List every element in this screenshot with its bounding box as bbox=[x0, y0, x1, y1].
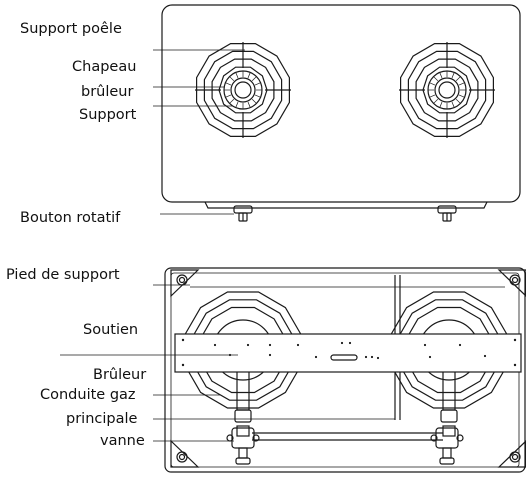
brace-bar bbox=[174, 333, 522, 373]
flame-port bbox=[451, 72, 455, 79]
burner-cap-center bbox=[434, 77, 460, 103]
burner-cap-outer bbox=[422, 66, 472, 114]
valve-stem bbox=[238, 447, 248, 459]
foot-pad bbox=[176, 274, 188, 286]
support-foot bbox=[497, 440, 526, 468]
label-burner-cap-2: brûleur bbox=[81, 84, 134, 100]
valve bbox=[430, 427, 464, 465]
burner-cap-center bbox=[230, 77, 256, 103]
support-feet bbox=[170, 269, 526, 468]
burner-top-left bbox=[195, 42, 291, 138]
flame-port bbox=[247, 72, 251, 79]
label-support-foot: Pied de support bbox=[6, 267, 120, 283]
top-front-lip bbox=[204, 201, 488, 209]
burner-cap-outer bbox=[218, 66, 268, 114]
flame-port bbox=[225, 94, 232, 98]
pot-support-ring bbox=[196, 42, 290, 137]
flame-port bbox=[433, 76, 439, 82]
flame-port bbox=[229, 76, 235, 82]
injector bbox=[442, 425, 456, 437]
injector bbox=[236, 425, 250, 437]
label-valve: vanne bbox=[100, 433, 145, 449]
bottom-view bbox=[60, 267, 526, 473]
valve-nut bbox=[430, 434, 438, 442]
bottom-body-outline bbox=[164, 267, 526, 473]
label-gas-pipe-2: principale bbox=[66, 411, 138, 427]
top-body-outline bbox=[161, 4, 521, 203]
foot-pad-center bbox=[178, 453, 186, 461]
rotary-knob-right bbox=[437, 205, 457, 222]
foot-pad bbox=[509, 451, 521, 463]
burner-top-right bbox=[399, 42, 495, 138]
flame-port bbox=[251, 98, 257, 104]
flame-port bbox=[225, 82, 232, 86]
label-burner-cap-1: Chapeau bbox=[72, 59, 137, 75]
top-view bbox=[153, 4, 521, 222]
valves bbox=[226, 427, 464, 465]
flame-port bbox=[235, 101, 239, 108]
valve-body bbox=[231, 427, 255, 449]
valve-nut bbox=[252, 434, 260, 442]
pot-support-ring bbox=[407, 50, 487, 130]
label-burner: Brûleur bbox=[93, 367, 147, 383]
flame-port bbox=[451, 101, 455, 108]
valve-knob-base bbox=[439, 457, 455, 465]
support-foot bbox=[170, 439, 200, 468]
flame-port bbox=[455, 98, 461, 104]
foot-pad bbox=[509, 274, 521, 286]
tube-collar bbox=[234, 409, 252, 423]
label-support: Support bbox=[79, 107, 137, 123]
flame-port bbox=[254, 82, 261, 86]
foot-plate bbox=[497, 440, 526, 468]
valve-knob-base bbox=[235, 457, 251, 465]
valve-stem bbox=[442, 447, 452, 459]
foot-pad-center bbox=[511, 453, 519, 461]
flame-port bbox=[235, 72, 239, 79]
foot-plate bbox=[170, 439, 200, 468]
flame-port bbox=[458, 94, 465, 98]
pot-support-ring bbox=[415, 58, 479, 122]
flame-port bbox=[254, 94, 261, 98]
label-brace: Soutien bbox=[83, 322, 139, 338]
brace-slot bbox=[330, 354, 358, 361]
flame-port bbox=[429, 82, 436, 86]
burner-cap-inner bbox=[234, 81, 252, 99]
flame-port bbox=[458, 82, 465, 86]
label-gas-pipe-1: Conduite gaz bbox=[40, 387, 136, 403]
support-foot bbox=[497, 269, 526, 297]
rotary-knob-left bbox=[233, 205, 253, 222]
flame-port bbox=[439, 101, 443, 108]
flame-port bbox=[247, 101, 251, 108]
pot-support-ring bbox=[400, 42, 494, 137]
flame-port bbox=[429, 94, 436, 98]
foot-pad-center bbox=[511, 276, 519, 284]
label-rotary-knob: Bouton rotatif bbox=[20, 210, 121, 226]
flame-port bbox=[433, 98, 439, 104]
valve bbox=[226, 427, 260, 465]
tube-collar bbox=[440, 409, 458, 423]
flame-port bbox=[439, 72, 443, 79]
pot-support-ring bbox=[203, 50, 283, 130]
pot-support-ring bbox=[211, 58, 275, 122]
flame-port bbox=[251, 76, 257, 82]
foot-pad bbox=[176, 451, 188, 463]
label-pot-support: Support poêle bbox=[20, 21, 122, 37]
flame-port bbox=[229, 98, 235, 104]
foot-plate bbox=[497, 269, 526, 297]
foot-plate bbox=[170, 269, 200, 298]
valve-nut bbox=[456, 434, 464, 442]
flame-port bbox=[455, 76, 461, 82]
support-foot bbox=[170, 269, 200, 298]
burner-cap-inner bbox=[438, 81, 456, 99]
foot-pad-center bbox=[178, 276, 186, 284]
gas-pipe bbox=[252, 432, 443, 441]
